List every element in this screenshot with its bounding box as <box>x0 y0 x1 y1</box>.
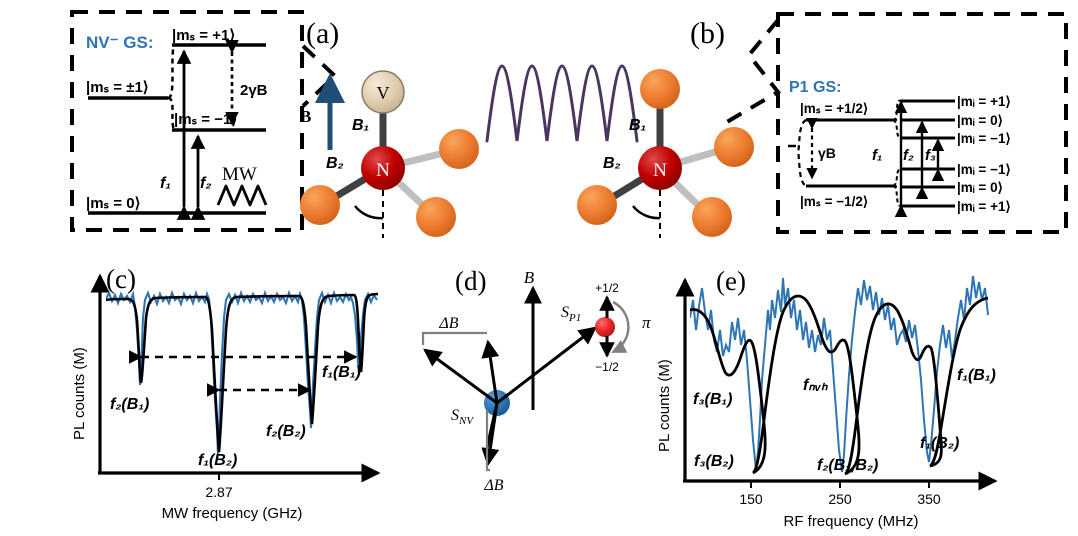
panel-e-dip-label-f3b1: f₃(B₁) <box>693 391 732 408</box>
gammab-label: γB <box>818 145 836 161</box>
b-field-label: B⃗ <box>300 107 325 126</box>
transition-f1-label: f₁ <box>160 175 171 192</box>
panel-e-dip-label-f1b1: f₁(B₁) <box>957 367 996 384</box>
panel-d-b-component-up <box>481 339 500 404</box>
panel-d-deltab-down-vector-line <box>485 402 499 449</box>
panel-c-dip-label-f2b2: f₂(B₂) <box>266 423 306 440</box>
panel-b-inset-box <box>776 12 1068 234</box>
carbon-atom <box>300 185 340 225</box>
panel-d-letter: (d) <box>455 266 486 296</box>
hf-label-upper-3: |mᵢ = −1⟩ <box>957 131 1011 146</box>
panel-e-xtick-label-150: 150 <box>739 491 763 507</box>
carbon-atom <box>692 197 732 237</box>
nv-b2-label: B₂ <box>326 155 344 172</box>
nv-center-molecule: V N B₁ B₂ <box>300 70 479 238</box>
panel-c-xtick-label: 2.87 <box>205 484 232 500</box>
level-ms-plus-half-label: |mₛ = +1/2⟩ <box>800 101 868 116</box>
p1-spin-marker <box>595 317 615 337</box>
panel-b-letter: (b) <box>690 17 725 50</box>
nv-angle-arc <box>354 205 384 220</box>
carbon-atom <box>416 197 456 237</box>
p1-transition-f1-label: f₁ <box>872 147 882 164</box>
panel-c-fit-curve <box>106 292 378 453</box>
panel-d-deltab-up-vector <box>423 348 498 405</box>
panel-c-dip-label-f2b1: f₂(B₁) <box>110 396 149 413</box>
panel-e-dip-label-f3b2: f₃(B₂) <box>694 453 734 470</box>
panel-d-p1-lower-state: −1/2 <box>595 360 619 374</box>
panel-c-dip-label-f1b2: f₁(B₂) <box>198 452 237 469</box>
p1-angle-arc <box>632 205 661 220</box>
vacancy-label: V <box>377 83 390 103</box>
nv-gs-title: NV⁻ GS: <box>86 33 154 52</box>
panel-e-xlabel: RF frequency (MHz) <box>783 513 918 530</box>
mw-drive-label: MW <box>222 164 257 185</box>
gammab-bracket <box>796 119 807 187</box>
panel-c-letter: (c) <box>106 264 136 294</box>
panel-a-inset-box <box>70 10 304 232</box>
panel-c-dip-label-f1b1: f₁(B₁) <box>322 364 361 381</box>
hf-label-upper-2: |mᵢ = 0⟩ <box>957 113 1003 128</box>
panel-b-connector <box>718 18 781 128</box>
nitrogen-atom <box>361 146 405 190</box>
panel-d-snv-label: SNV <box>451 407 474 427</box>
carbon-atom <box>714 127 754 167</box>
panel-c-xlabel: MW frequency (GHz) <box>162 505 303 522</box>
nitrogen-atom <box>638 146 682 190</box>
mw-waveform-icon <box>216 184 268 207</box>
panel-d-coupling-vector <box>496 326 597 405</box>
p1-b1-label: B₁ <box>629 117 646 134</box>
p1-gs-title: P1 GS: <box>789 79 841 96</box>
panel-e-xtick-label-350: 350 <box>917 491 941 507</box>
level-ms-0-label: |mₛ = 0⟩ <box>86 195 140 212</box>
p1-transition-f3-label: f₃ <box>925 147 936 164</box>
panel-d-deltab-label-bottom: ΔB <box>483 477 503 494</box>
p1-b2-label: B₂ <box>603 155 621 172</box>
panel-d-deltab-up-bracket <box>421 331 487 345</box>
hf-fan-l1 <box>892 168 901 187</box>
panel-e-letter: (e) <box>716 266 746 296</box>
p1-center-molecule: N B₁ B₂ <box>577 69 754 238</box>
p1-transition-f2-label: f₂ <box>903 147 914 164</box>
hf-label-lower-3: |mᵢ = +1⟩ <box>957 199 1011 214</box>
panel-a-connector <box>301 44 338 108</box>
panel-d-b-label: B <box>524 268 535 287</box>
zeeman-splitting-label: 2γB <box>240 82 268 99</box>
nitrogen-label: N <box>376 160 390 181</box>
panel-e-ylabel: PL counts (M) <box>656 359 673 452</box>
carbon-atom <box>577 185 617 225</box>
hf-label-lower-1: |mᵢ = −1⟩ <box>957 162 1011 177</box>
fanout-upper <box>166 45 176 100</box>
nitrogen-label: N <box>653 160 667 181</box>
panel-d-sp1-label: SP1 <box>561 304 581 324</box>
panel-d-pi-pulse-arc <box>611 300 630 354</box>
hf-fan-u1 <box>892 99 901 121</box>
panel-d-pi-label: π <box>642 313 651 332</box>
hf-label-lower-2: |mᵢ = 0⟩ <box>957 180 1003 195</box>
hf-fan-u3 <box>892 119 901 139</box>
level-ms-minus-half-label: |mₛ = −1/2⟩ <box>800 194 868 209</box>
panel-d-p1-upper-state: +1/2 <box>595 281 619 295</box>
dipolar-coupling-wave <box>485 64 639 143</box>
panel-e-dip-label-f2b1b2: f₂(B₁,B₂) <box>817 457 878 474</box>
fanout-lower <box>167 96 176 131</box>
panel-e-dip-label-f1b2: f₁(B₂) <box>920 435 959 452</box>
panel-e-fit-curve <box>690 294 989 476</box>
hf-fan-l3 <box>892 185 901 207</box>
panel-c-ylabel: PL counts (M) <box>71 347 88 440</box>
panel-d-deltab-down-bracket <box>485 410 490 472</box>
carbon-atom <box>439 129 479 169</box>
panel-e-xtick-label-250: 250 <box>828 491 852 507</box>
nv-b1-label: B₁ <box>352 117 369 134</box>
hf-label-upper-1: |mᵢ = +1⟩ <box>957 94 1011 109</box>
panel-a-letter: (a) <box>306 17 339 50</box>
panel-d-deltab-label-top: ΔB <box>438 315 458 332</box>
transition-f2-label: f₂ <box>200 175 211 192</box>
carbon-atom <box>640 69 680 109</box>
panel-e-dip-label-fnvh: fₙᵥₕ <box>803 377 828 394</box>
level-ms-plus1-label: |mₛ = +1⟩ <box>172 27 235 44</box>
vacancy-atom <box>361 70 405 114</box>
level-ms-pm1-label: |mₛ = ±1⟩ <box>86 79 149 96</box>
